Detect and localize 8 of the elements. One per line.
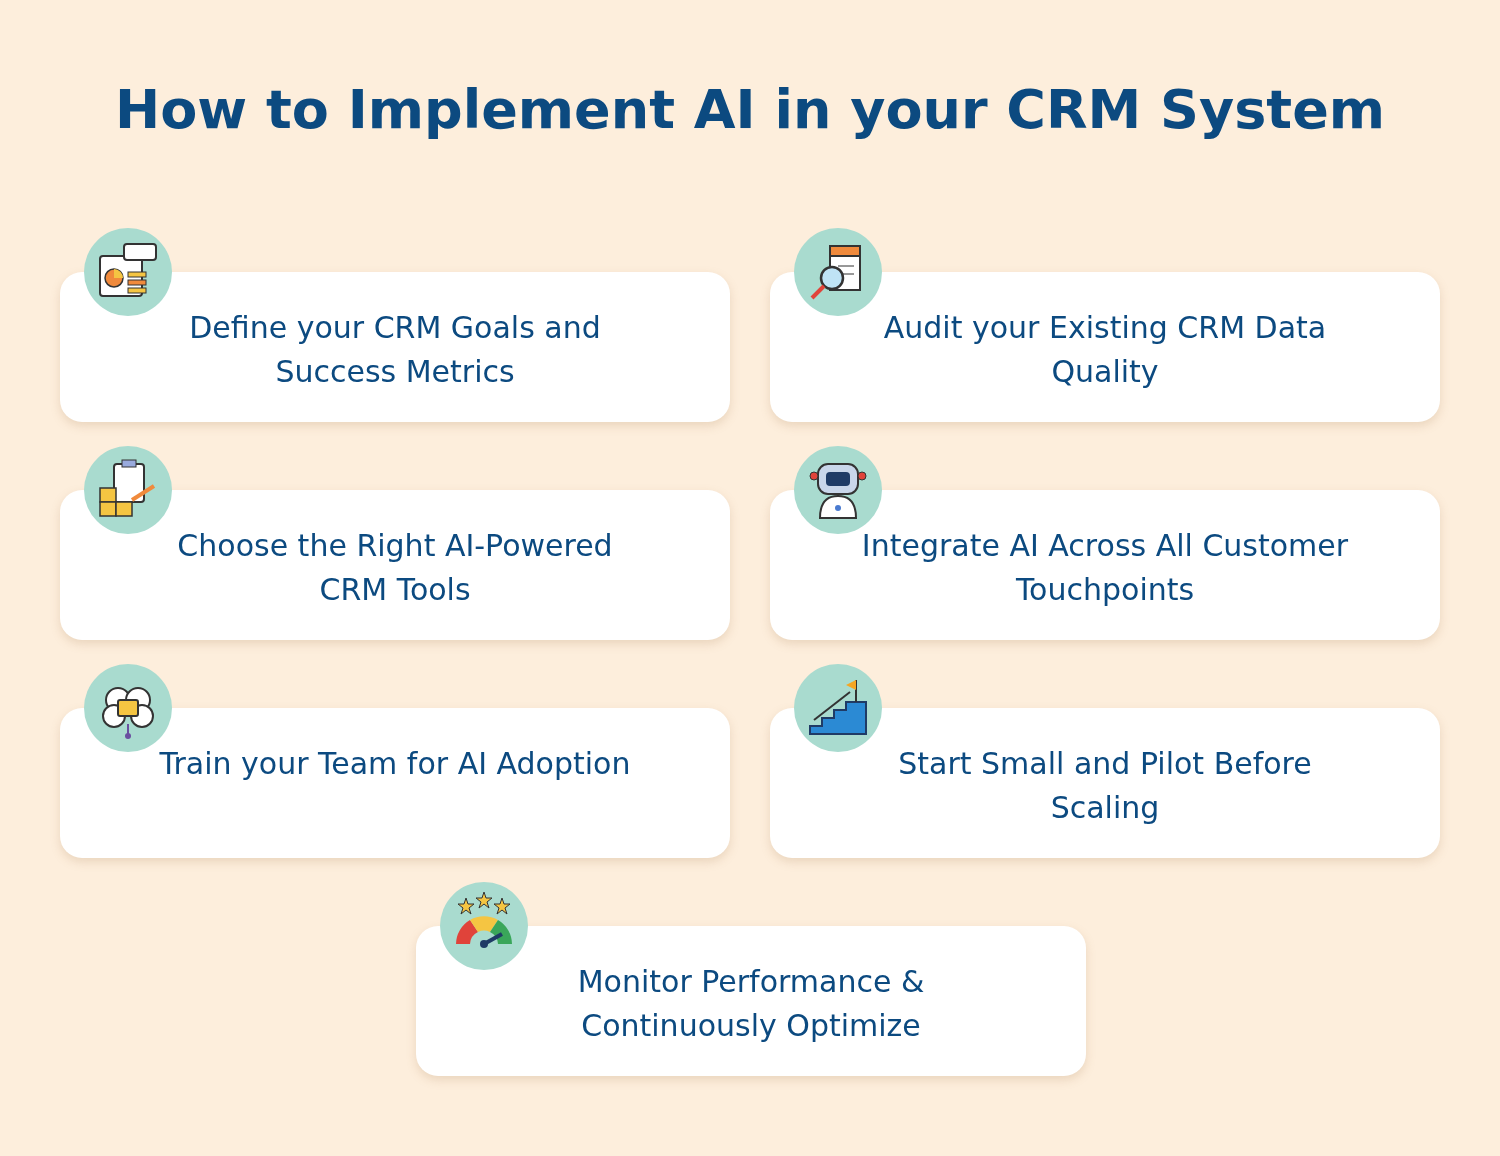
- step-text: Monitor Performance & Continuously Optimize: [576, 963, 926, 1045]
- step-text: Define your CRM Goals and Success Metrics: [188, 309, 602, 391]
- step-text: Audit your Existing CRM Data Quality: [882, 309, 1328, 391]
- step-text: Train your Team for AI Adoption: [158, 745, 632, 783]
- step-text: Choose the Right AI-Powered CRM Tools: [176, 527, 614, 609]
- step-text: Integrate AI Across All Customer Touchpoints: [860, 527, 1350, 609]
- title: How to Implement AI in your CRM System: [113, 78, 1387, 141]
- step-text: Start Small and Pilot Before Scaling: [897, 745, 1313, 827]
